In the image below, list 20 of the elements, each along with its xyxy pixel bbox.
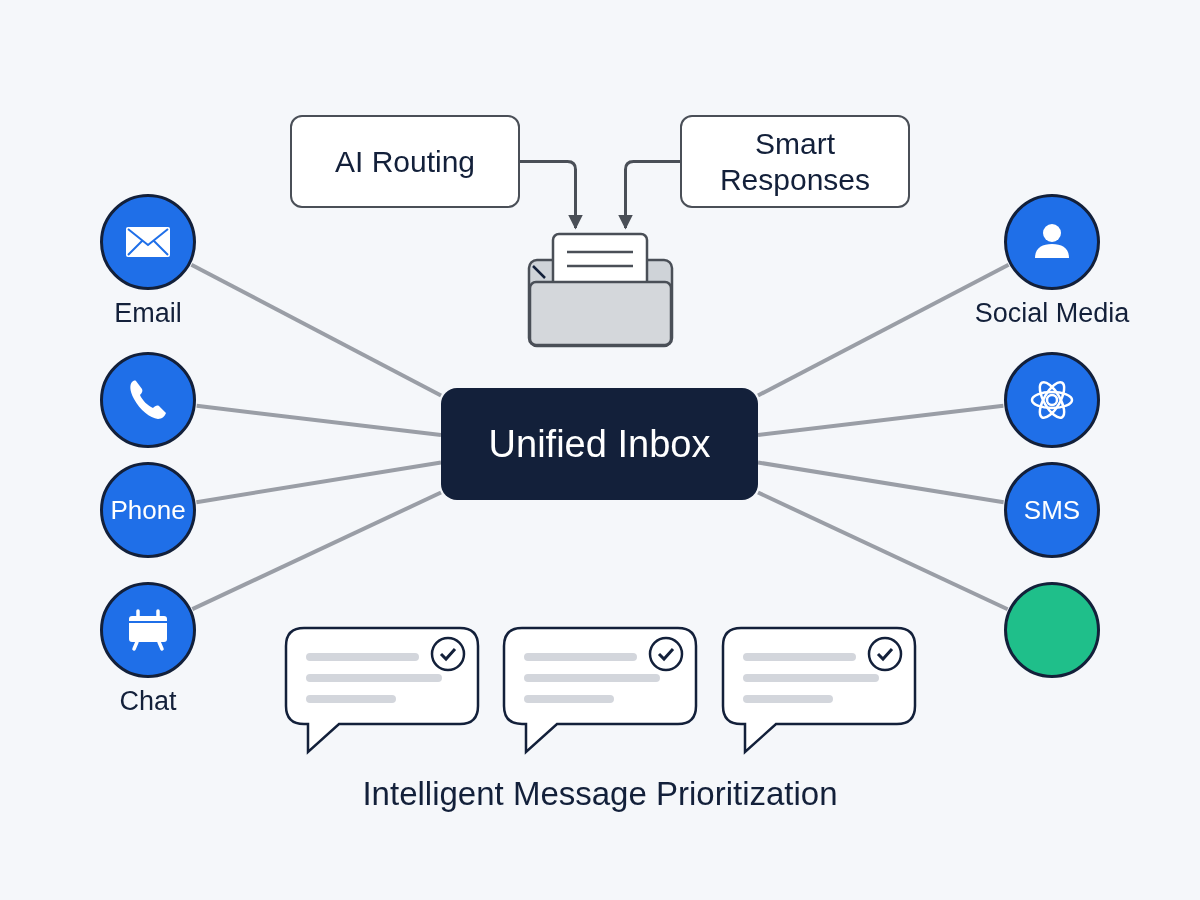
channel-circle: Phone bbox=[100, 462, 196, 558]
connector-line bbox=[196, 403, 442, 437]
arrow bbox=[618, 160, 680, 230]
feature-box: Smart Responses bbox=[680, 115, 910, 208]
channel-label: Chat bbox=[119, 686, 177, 717]
connector-line bbox=[757, 460, 1004, 505]
channel-label: Social Media bbox=[974, 298, 1130, 329]
connector-line bbox=[757, 490, 1009, 612]
connector-line bbox=[191, 490, 442, 611]
connector-line bbox=[196, 460, 442, 505]
connector-line bbox=[757, 403, 1004, 437]
arrow bbox=[520, 160, 583, 230]
caption-text: Intelligent Message Prioritization bbox=[362, 775, 838, 812]
connector-line bbox=[190, 262, 442, 398]
inbox-tray-icon bbox=[527, 230, 674, 348]
connector-line bbox=[757, 262, 1010, 398]
channel-circle: SMS bbox=[1004, 462, 1100, 558]
hub-box: Unified Inbox bbox=[441, 388, 758, 500]
feature-box: AI Routing bbox=[290, 115, 520, 208]
channel-label: Email bbox=[114, 298, 182, 329]
